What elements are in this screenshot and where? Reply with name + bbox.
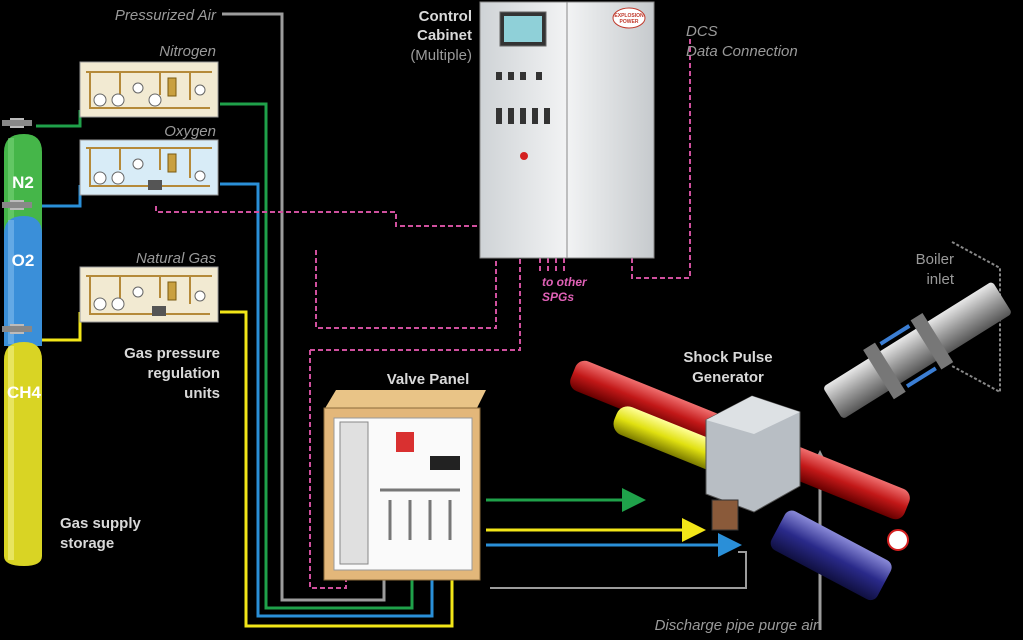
cylinder-ch4 xyxy=(2,324,42,566)
control-cabinet: EXPLOSION POWER xyxy=(479,1,655,259)
regulation-unit-oxygen xyxy=(79,139,219,196)
cylinder-o2 xyxy=(2,200,42,346)
shock-pulse-generator xyxy=(570,282,1011,601)
cabinet-brand-line2: POWER xyxy=(620,19,639,25)
label-dcs-1: DCS xyxy=(686,23,718,40)
cabinet-brand-line1: EXPLOSION xyxy=(614,13,644,19)
cylinder-label-ch4: CH4 xyxy=(7,383,42,402)
label-gas-supply-1: Gas supply xyxy=(60,515,142,532)
label-gas-pressure-1: Gas pressure xyxy=(124,345,220,362)
label-natural-gas: Natural Gas xyxy=(136,250,217,267)
label-control-cabinet-2: Cabinet xyxy=(417,27,472,44)
gas-cylinders: N2 O2 CH4 xyxy=(2,118,42,566)
label-nitrogen: Nitrogen xyxy=(159,43,216,60)
label-gas-pressure-3: units xyxy=(184,385,220,402)
label-gas-supply-2: storage xyxy=(60,535,114,552)
label-dcs-2: Data Connection xyxy=(686,43,798,60)
label-spg-2: Generator xyxy=(692,369,764,386)
labels: Pressurized Air Nitrogen Oxygen Natural … xyxy=(60,7,955,634)
label-discharge-purge: Discharge pipe purge air xyxy=(655,617,819,634)
label-spg-1: Shock Pulse xyxy=(683,349,772,366)
cylinder-label-o2: O2 xyxy=(12,251,35,270)
label-boiler-inlet-2: inlet xyxy=(926,271,954,288)
valve-panel xyxy=(323,390,486,581)
regulation-unit-natural-gas xyxy=(79,266,219,323)
label-control-cabinet-1: Control xyxy=(419,8,472,25)
cylinder-label-n2: N2 xyxy=(12,173,34,192)
label-boiler-inlet-1: Boiler xyxy=(916,251,954,268)
label-pressurized-air: Pressurized Air xyxy=(115,7,217,24)
cylinder-n2 xyxy=(2,118,42,236)
label-to-other-1: to other xyxy=(542,275,588,289)
boiler-inlet-outline xyxy=(951,241,1001,394)
label-oxygen: Oxygen xyxy=(164,123,216,140)
label-control-cabinet-3: (Multiple) xyxy=(410,47,472,64)
label-valve-panel: Valve Panel xyxy=(387,371,470,388)
label-to-other-2: SPGs xyxy=(542,290,574,304)
label-gas-pressure-2: regulation xyxy=(147,365,220,382)
regulation-unit-nitrogen xyxy=(79,61,219,118)
cylinder-feed-lines xyxy=(36,110,82,342)
